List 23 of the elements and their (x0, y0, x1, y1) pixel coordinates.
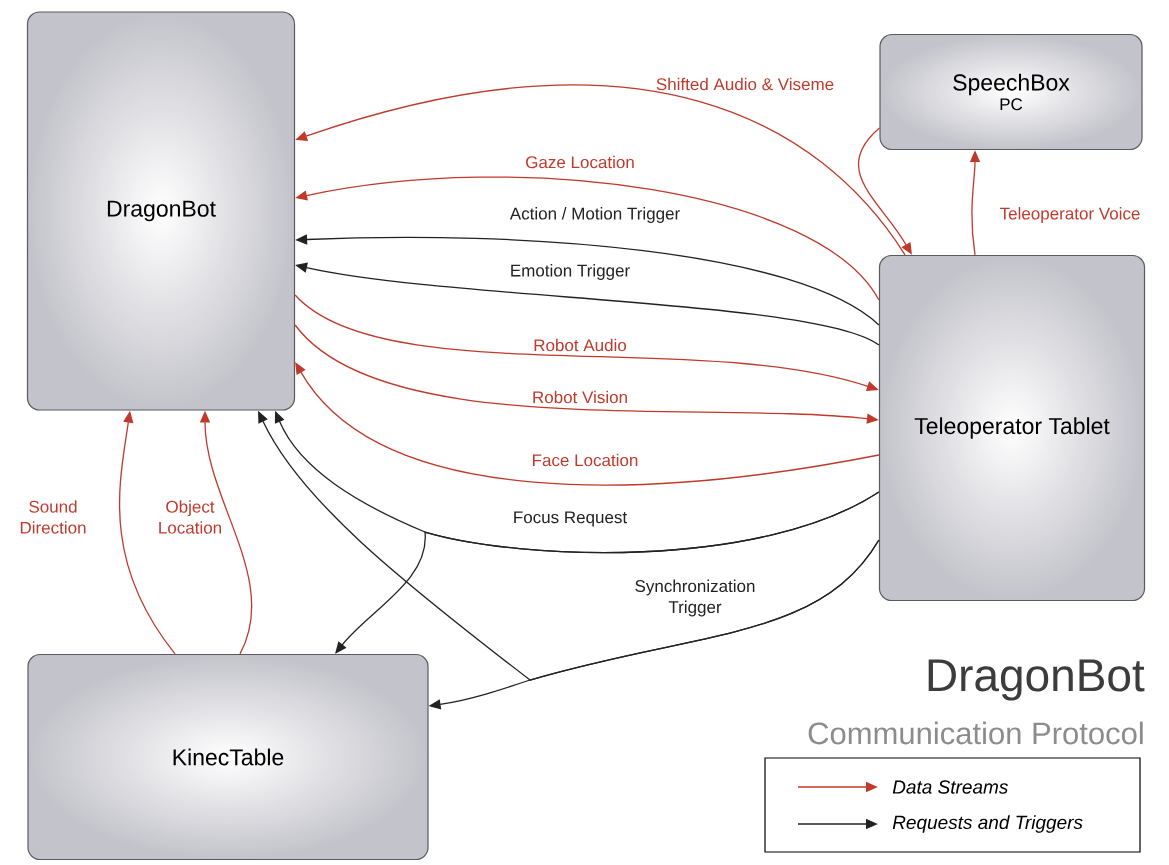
edge-label: Robot Audio (534, 338, 627, 352)
arrow (335, 491, 880, 654)
edge-label: Robot Vision (533, 390, 627, 404)
subtitle: Communication Protocol (808, 721, 1143, 745)
device-box: SpeechBox PC (879, 33, 1143, 151)
device-box: DragonBot (26, 11, 296, 411)
edge-label: Teleoperator Voice (1000, 207, 1140, 223)
edge-label: Shifted Audio & Viseme (656, 77, 834, 91)
device-box: KinecTable (27, 653, 429, 861)
edge-label: Emotion Trigger (511, 264, 630, 280)
edge-label: Synchronization Trigger (635, 579, 755, 617)
legend-text: Requests and Triggers (892, 815, 1083, 833)
edge-label: Gaze Location (526, 155, 634, 169)
arrow (857, 127, 912, 255)
device-box: Teleoperator Tablet (878, 254, 1146, 602)
edge-label: Object Location (159, 500, 221, 534)
edge-label: Sound Direction (20, 500, 86, 534)
arrow (295, 362, 880, 486)
title: DragonBot (928, 659, 1145, 701)
legend-text: Data Streams (892, 780, 1008, 794)
edge-label: Action / Motion Trigger (509, 207, 680, 223)
edge-label: Focus Request (514, 511, 627, 527)
edge-label: Face Location (533, 453, 638, 467)
